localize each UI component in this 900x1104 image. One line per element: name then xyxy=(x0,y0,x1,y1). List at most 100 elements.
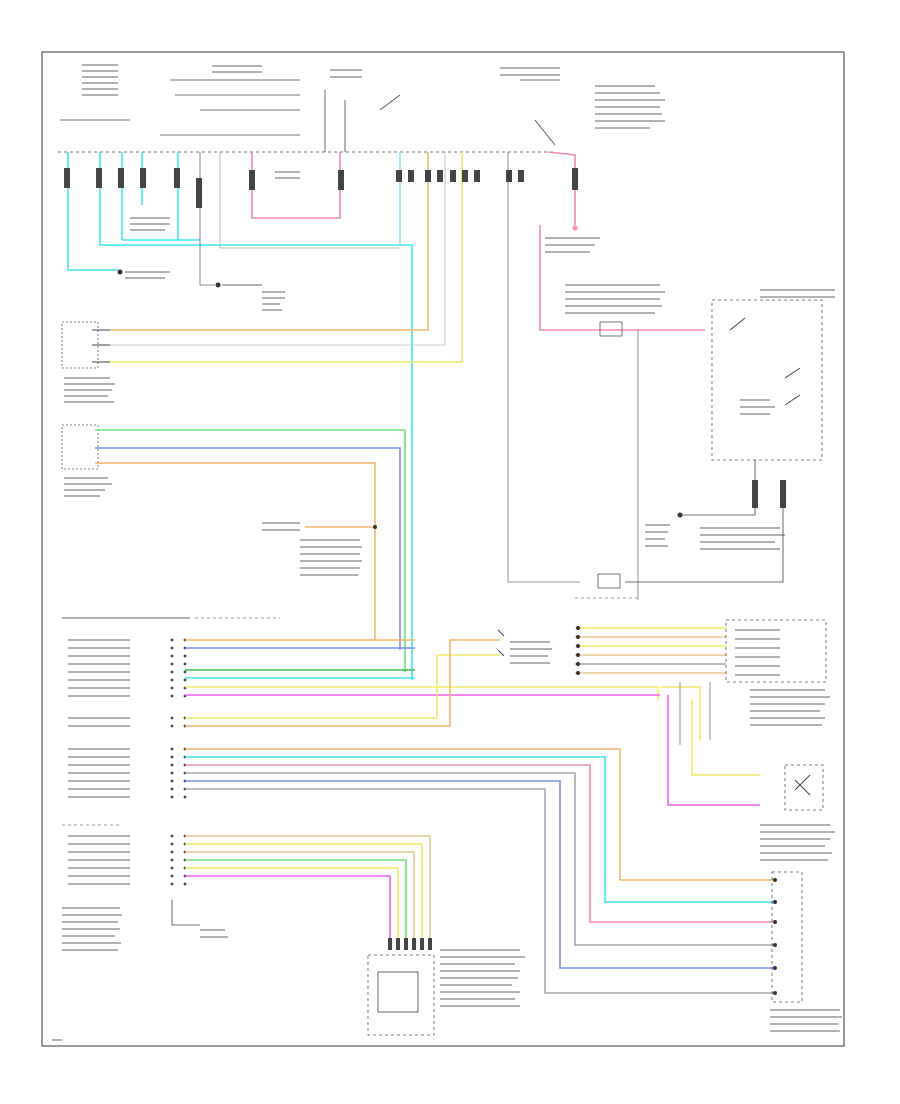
bottom-right-pin xyxy=(773,900,777,904)
wire-yellow-1 xyxy=(110,152,463,363)
pcm-pin xyxy=(170,747,174,751)
left-component-1 xyxy=(61,321,115,403)
bottom-band-wires xyxy=(185,835,432,950)
bottom-band-wire xyxy=(185,843,423,948)
tcm-sensor xyxy=(760,764,835,861)
wire-blue-left xyxy=(95,447,401,650)
diagram-border xyxy=(41,51,845,1047)
pcm-pin xyxy=(170,638,174,642)
pcm-pin xyxy=(170,686,174,690)
bottom-right-pin xyxy=(773,878,777,882)
wire-pink-right xyxy=(547,151,576,225)
connector-pins xyxy=(64,168,578,208)
left-component-2 xyxy=(61,424,406,672)
bottom-band-wire xyxy=(185,859,407,948)
range-switch-pin xyxy=(576,653,580,657)
pcm-pin xyxy=(183,662,187,666)
range-switch-pin xyxy=(576,671,580,675)
pcm-pin xyxy=(170,662,174,666)
pcm-pin xyxy=(170,882,174,886)
pcm-pin xyxy=(170,787,174,791)
range-switch-pin xyxy=(576,635,580,639)
wire-yellow-cross xyxy=(185,686,659,700)
bottom-right-pin xyxy=(773,943,777,947)
pcm-pin xyxy=(170,858,174,862)
pcm-pin xyxy=(170,724,174,728)
pcm-pin xyxy=(170,755,174,759)
pcm-pin xyxy=(170,795,174,799)
pcm-crossing-wires xyxy=(185,639,760,806)
lower-band-wire xyxy=(185,772,775,946)
range-switch-pin xyxy=(576,662,580,666)
bottom-center-pin xyxy=(420,938,424,950)
pcm-pin xyxy=(170,646,174,650)
range-switch xyxy=(497,619,830,745)
wire-gray-1 xyxy=(110,152,446,346)
wire-pink-upper xyxy=(539,225,705,331)
pcm-pin xyxy=(183,882,187,886)
pcm-pin xyxy=(183,670,187,674)
lower-band-wires xyxy=(185,748,777,995)
bottom-right-pin xyxy=(773,966,777,970)
bottom-right-pin xyxy=(773,991,777,995)
wire-yellow-tcm xyxy=(691,700,760,776)
bottom-band-wire xyxy=(185,851,415,948)
bottom-center-pin xyxy=(388,938,392,950)
bottom-center-pin xyxy=(412,938,416,950)
pcm-pin xyxy=(170,779,174,783)
pcm-pin xyxy=(170,866,174,870)
wire-tan-relay-2 xyxy=(185,639,500,727)
middle-annotation xyxy=(262,522,377,576)
bottom-band-wire xyxy=(185,835,431,948)
bottom-center-component xyxy=(367,949,525,1036)
top-annotations xyxy=(117,171,600,311)
top-vertical-wires xyxy=(67,151,580,680)
pcm-pin xyxy=(170,874,174,878)
lower-band-wire xyxy=(185,764,775,923)
range-switch-pin xyxy=(576,626,580,630)
wire-pink-loop xyxy=(251,152,341,219)
wire-cyan-left xyxy=(67,152,118,271)
range-switch-pin xyxy=(576,644,580,648)
bottom-right-pin xyxy=(773,920,777,924)
top-connector-row xyxy=(58,79,560,153)
pcm-pin xyxy=(170,670,174,674)
pcm-pin xyxy=(183,678,187,682)
pcm-module xyxy=(62,617,415,886)
top-labels xyxy=(80,62,665,129)
pcm-wires xyxy=(185,639,415,679)
pcm-pin xyxy=(170,834,174,838)
lower-band-wire xyxy=(185,788,775,994)
pcm-pin xyxy=(170,771,174,775)
wire-orange-left xyxy=(95,462,376,640)
pcm-pin xyxy=(170,654,174,658)
right-upper-components xyxy=(539,225,835,600)
bottom-band-wire xyxy=(185,867,399,948)
wire-magenta-tcm xyxy=(667,695,760,806)
bottom-center-pin xyxy=(404,938,408,950)
pcm-row-labels xyxy=(68,638,187,886)
bottom-band-wire xyxy=(185,875,391,948)
pcm-pin xyxy=(170,716,174,720)
bottom-left-labels xyxy=(52,824,228,1041)
wire-tan-1 xyxy=(110,152,429,331)
pcm-pin xyxy=(170,763,174,767)
pcm-pin xyxy=(170,694,174,698)
pcm-pin xyxy=(170,678,174,682)
lower-band-wire xyxy=(185,748,775,881)
bottom-center-pin xyxy=(396,938,400,950)
pcm-pin xyxy=(170,850,174,854)
pcm-pin xyxy=(183,795,187,799)
lower-band-wire xyxy=(185,780,775,969)
range-switch-wires xyxy=(575,626,726,675)
wire-green-left xyxy=(95,429,406,672)
pcm-pin xyxy=(170,842,174,846)
bottom-center-pin xyxy=(428,938,432,950)
lower-band-wire xyxy=(185,756,775,903)
wire-cyan-long xyxy=(99,152,413,680)
pcm-pin xyxy=(183,654,187,658)
wire-yellow-relay-1 xyxy=(185,654,500,719)
bottom-right-component xyxy=(570,871,842,1032)
